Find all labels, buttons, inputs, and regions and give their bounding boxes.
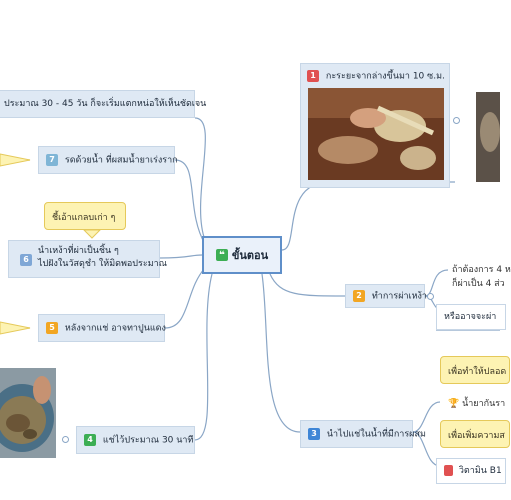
t3-item1-label: น้ำยากันรา	[462, 399, 506, 409]
connector-t6	[159, 254, 203, 259]
t2-alt-option-label: หรืออาจจะผ่า	[444, 312, 497, 322]
topic-sprout-timing[interactable]: ประมาณ 30 - 45 วัน ก็จะเริ่มแตกหน่อให้เห…	[0, 90, 206, 118]
topic-2[interactable]: 2 ทำการผ่าเหง้า	[345, 284, 427, 308]
topic-5-number: 5	[46, 322, 58, 334]
callout-t3-note2-text: เพื่อเพิ่มความส	[448, 431, 505, 441]
topic-4-number: 4	[84, 434, 96, 446]
connector-t4	[194, 273, 213, 441]
callout-t6-note[interactable]: ชี้เอ้าแกลบเก่า ๆ	[44, 202, 126, 230]
t2-sub-line1: ถ้าต้องการ 4 ห	[452, 265, 511, 275]
collapse-toggle-t2[interactable]	[427, 293, 434, 300]
topic-3-label: นำไปแช่ในน้ำที่มีการผสม	[326, 429, 426, 440]
t3-item2[interactable]: วิตามิน B1	[436, 458, 506, 484]
topic-1-label: กะระยะจากล่างขึ้นมา 10 ซ.ม.	[325, 71, 445, 82]
connector-lines	[0, 117, 500, 467]
connector-t2	[269, 273, 346, 297]
collapse-toggle-t4[interactable]	[62, 436, 69, 443]
connector-t7	[174, 159, 206, 245]
thermometer-icon	[444, 465, 453, 476]
topic-6-line2: ไปฝังในวัสดุชำ ให้มิดพอประมาณ	[38, 259, 168, 269]
callout-pointer-t7	[0, 153, 31, 167]
right-edge-photo	[476, 92, 500, 182]
topic-sprout-timing-label: ประมาณ 30 - 45 วัน ก็จะเริ่มแตกหน่อให้เห…	[4, 99, 207, 109]
callout-t3-note2[interactable]: เพื่อเพิ่มความส	[440, 420, 510, 448]
trophy-icon: 🏆	[448, 399, 460, 409]
t3-item1[interactable]: 🏆 น้ำยากันรา	[448, 396, 505, 410]
topic-1[interactable]: 1 กะระยะจากล่างขึ้นมา 10 ซ.ม.	[300, 63, 450, 188]
topic-7-label: รดด้วยน้ำ ที่ผสมน้ำยาเร่งราก	[64, 155, 178, 166]
topic-4-label: แช่ไว้ประมาณ 30 นาที	[102, 435, 194, 446]
topic-3-number: 3	[308, 428, 320, 440]
topic-3[interactable]: 3 นำไปแช่ในน้ำที่มีการผสม	[300, 420, 426, 448]
cutting-photo	[308, 88, 444, 180]
quote-icon: ❝	[215, 249, 228, 261]
collapse-toggle-t1[interactable]	[453, 117, 460, 124]
topic-5-label: หลังจากแช่ อาจทาปูนแดง	[64, 323, 166, 334]
topic-7[interactable]: 7 รดด้วยน้ำ ที่ผสมน้ำยาเร่งราก	[38, 146, 178, 174]
connector-t5	[164, 267, 206, 329]
central-topic[interactable]: ❝ ขั้นตอน	[202, 236, 282, 274]
topic-2-label: ทำการผ่าเหง้า	[371, 291, 427, 302]
t3-item2-label: วิตามิน B1	[458, 466, 502, 476]
callout-t6-note-text: ชี้เอ้าแกลบเก่า ๆ	[52, 213, 116, 223]
central-topic-label: ขั้นตอน	[231, 249, 269, 262]
topic-5[interactable]: 5 หลังจากแช่ อาจทาปูนแดง	[38, 314, 166, 342]
callout-t3-note1-text: เพื่อทำให้ปลอด	[448, 367, 507, 377]
connector-top-left	[194, 117, 206, 241]
topic-6[interactable]: 6 นำเหง้าที่ผ่าเป็นชิ้น ๆ ไปฝังในวัสดุชำ…	[8, 240, 168, 278]
topic-4[interactable]: 4 แช่ไว้ประมาณ 30 นาที	[76, 426, 195, 454]
connector-t1	[281, 181, 455, 251]
topic-6-number: 6	[20, 254, 32, 266]
callout-pointer-t6	[82, 229, 102, 239]
t2-alt-option[interactable]: หรืออาจจะผ่า	[436, 304, 506, 330]
soaking-photo	[0, 368, 56, 458]
connector-t3	[261, 273, 301, 433]
callout-t3-note1[interactable]: เพื่อทำให้ปลอด	[440, 356, 510, 384]
topic-1-number: 1	[307, 70, 319, 82]
topic-2-number: 2	[353, 290, 365, 302]
t2-sub-line2: ก็ผ่าเป็น 4 ส่ว	[452, 279, 505, 289]
callout-pointer-t5	[0, 321, 31, 335]
topic-6-line1: นำเหง้าที่ผ่าเป็นชิ้น ๆ	[38, 246, 119, 256]
topic-7-number: 7	[46, 154, 58, 166]
